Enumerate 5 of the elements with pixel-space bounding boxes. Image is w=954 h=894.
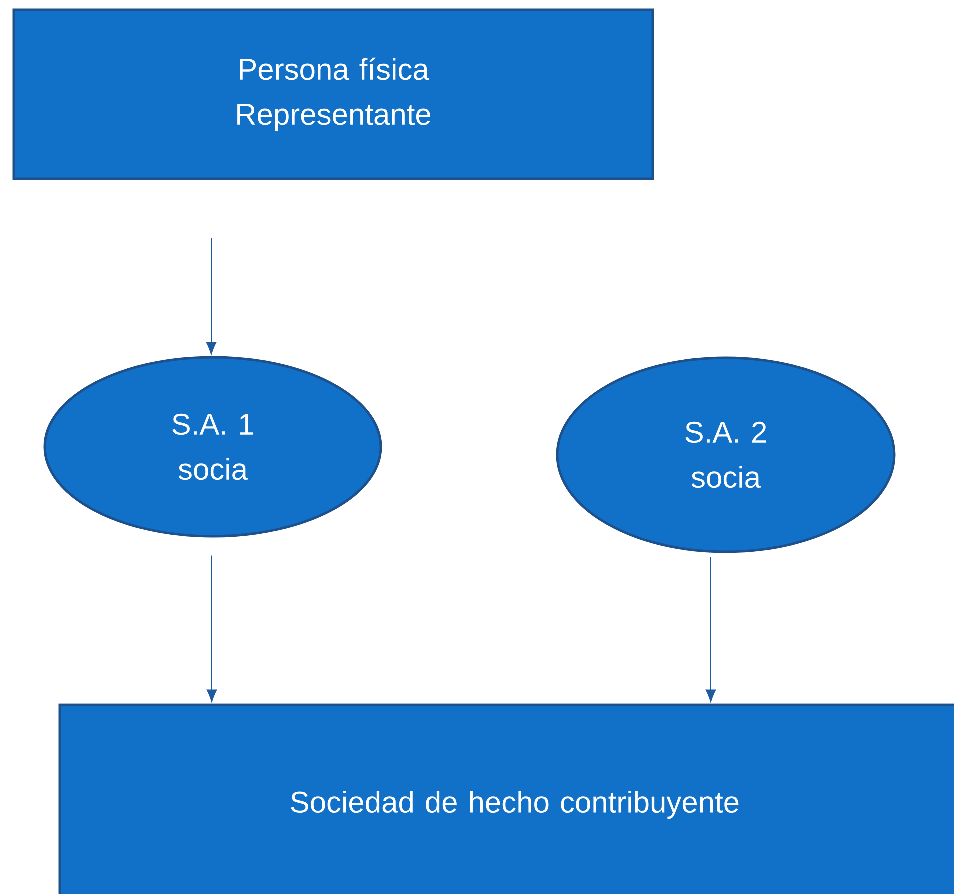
arrow xyxy=(206,555,218,702)
arrow xyxy=(206,238,217,355)
process-box: Persona física Representante xyxy=(12,8,654,180)
process-box: Sociedad de hecho contribuyente xyxy=(58,704,954,894)
arrow xyxy=(706,556,716,702)
